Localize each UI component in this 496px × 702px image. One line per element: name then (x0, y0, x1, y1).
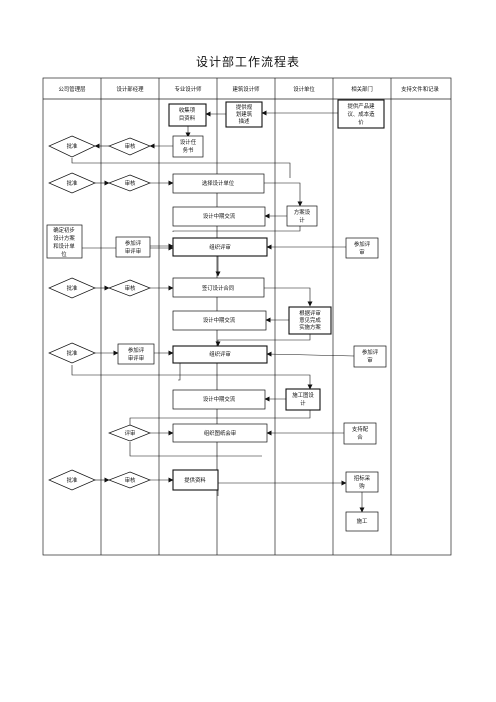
node-label: 描述 (239, 117, 250, 125)
node-label: 审核 (125, 179, 136, 187)
node-approve-2: 批准 (48, 172, 96, 194)
node-mid-exchange-2: 设计中期交流 (172, 310, 267, 331)
node-label: 审 (367, 356, 372, 364)
node-task-book: 设计任 务书 (172, 135, 204, 158)
node-label: 审核 (125, 284, 136, 292)
node-approve-4: 批准 (48, 342, 96, 364)
table-border (42, 77, 452, 556)
node-mid-exchange-3: 设计中期交流 (172, 389, 266, 410)
node-label: 选择设计单位 (202, 179, 235, 187)
node-tender: 招标采 购 (345, 471, 379, 493)
node-label: 购 (359, 482, 365, 490)
node-label: 招标采 (354, 474, 371, 482)
node-review-5: 审核 (108, 471, 151, 489)
node-label: 设计中期交流 (203, 212, 236, 220)
node-label: 批准 (67, 476, 78, 484)
column-header: 支持文件和记录 (401, 85, 439, 93)
node-org-drawing-review: 组织图纸会审 (172, 423, 268, 443)
node-select-unit: 选择设计单位 (172, 173, 265, 194)
node-review-3: 审核 (108, 279, 151, 297)
node-label: 确定初步 (53, 226, 75, 234)
node-label: 计 (299, 216, 305, 224)
node-collect: 收集项 目资料 (168, 103, 207, 127)
node-org-review-2: 组织评审 (172, 345, 268, 364)
node-eval: 评审 (108, 424, 151, 442)
node-label: 参加评 (354, 240, 371, 248)
node-scheme-design: 方案设 计 (286, 205, 318, 227)
node-label: 计 (300, 399, 306, 407)
node-label: 批准 (67, 284, 78, 292)
node-label: 方案设 (294, 208, 311, 216)
column-header: 公司管理层 (59, 85, 87, 93)
node-label: 施工 (357, 517, 368, 525)
node-label: 实施方案 (299, 323, 321, 331)
node-provide-product: 提供产品建 议、成本造 价 (337, 99, 385, 129)
node-approve-1: 批准 (48, 135, 96, 158)
node-label: 批准 (67, 179, 78, 187)
node-label: 审评审 (125, 247, 141, 255)
node-label: 组织评审 (209, 243, 231, 251)
node-confirm-scheme: 确定初步 设计方案 和设计单 位 (46, 224, 83, 259)
node-label: 位 (61, 250, 67, 258)
node-label: 组织图纸会审 (204, 429, 236, 437)
column-header: 建筑设计师 (233, 85, 261, 93)
node-approve-5: 批准 (48, 469, 96, 491)
node-label: 审核 (125, 476, 136, 484)
node-label: 评审 (125, 429, 136, 437)
node-label: 意见完成 (299, 316, 321, 324)
node-review-2: 审核 (108, 174, 151, 192)
node-label: 参加评 (125, 239, 142, 247)
node-label: 设计中期交流 (203, 316, 236, 324)
node-label: 组织评审 (209, 350, 231, 358)
node-revise: 根据评审 意见完成 实施方案 (288, 306, 332, 335)
node-label: 审评审 (128, 354, 144, 362)
page-title: 设计部工作流程表 (195, 55, 300, 69)
node-label: 批准 (67, 142, 78, 150)
node-label: 根据评审 (299, 309, 321, 317)
node-join-review-2: 参加评 审评审 (117, 343, 155, 365)
node-label: 设计方案 (53, 234, 75, 242)
node-org-review-1: 组织评审 (172, 237, 268, 257)
node-label: 合 (357, 433, 363, 441)
node-provide-docs: 提供资料 (172, 469, 219, 491)
node-label: 设计任 (180, 138, 197, 146)
node-provide-arch: 提供规 划建筑 描述 (225, 101, 263, 128)
node-label: 审核 (125, 142, 136, 150)
column-header: 设计单位 (293, 85, 315, 93)
node-support: 支持配 合 (343, 422, 377, 445)
node-label: 提供产品建 (348, 102, 376, 110)
node-label: 务书 (183, 146, 194, 154)
node-label: 收集项 (179, 106, 196, 114)
node-label: 施工图设 (292, 391, 314, 399)
node-label: 提供规 (236, 103, 253, 111)
node-label: 价 (358, 120, 364, 126)
node-label: 目资料 (179, 114, 196, 122)
node-label: 审 (359, 248, 364, 256)
node-construct: 施工 (345, 511, 379, 532)
node-dept-review-2: 参加评 审 (353, 345, 387, 368)
node-label: 批准 (67, 349, 78, 357)
node-dept-review-1: 参加评 审 (345, 237, 379, 259)
node-construction-design: 施工图设 计 (285, 388, 321, 411)
node-label: 和设计单 (53, 242, 75, 250)
node-approve-3: 批准 (48, 277, 96, 299)
node-join-review-1: 参加评 审评审 (115, 236, 151, 258)
node-label: 议、成本造 (348, 110, 376, 118)
node-sign-contract: 签订设计合同 (172, 277, 265, 298)
column-header: 专业设计师 (175, 85, 203, 93)
node-label: 提供资料 (184, 476, 206, 484)
column-headers: 公司管理层 设计部经理 专业设计师 建筑设计师 设计单位 相关部门 支持文件和记… (59, 85, 440, 93)
table-grid (42, 77, 452, 556)
column-header: 设计部经理 (117, 85, 145, 93)
node-label: 参加评 (128, 346, 145, 354)
node-review-1: 审核 (108, 137, 151, 156)
node-label: 参加评 (362, 348, 379, 356)
column-header: 相关部门 (351, 85, 373, 93)
node-scheme-exchange: 设计中期交流 (172, 206, 266, 227)
node-label: 划建筑 (236, 110, 253, 118)
node-label: 支持配 (352, 425, 369, 433)
node-label: 签订设计合同 (202, 284, 234, 292)
node-label: 设计中期交流 (203, 395, 236, 403)
